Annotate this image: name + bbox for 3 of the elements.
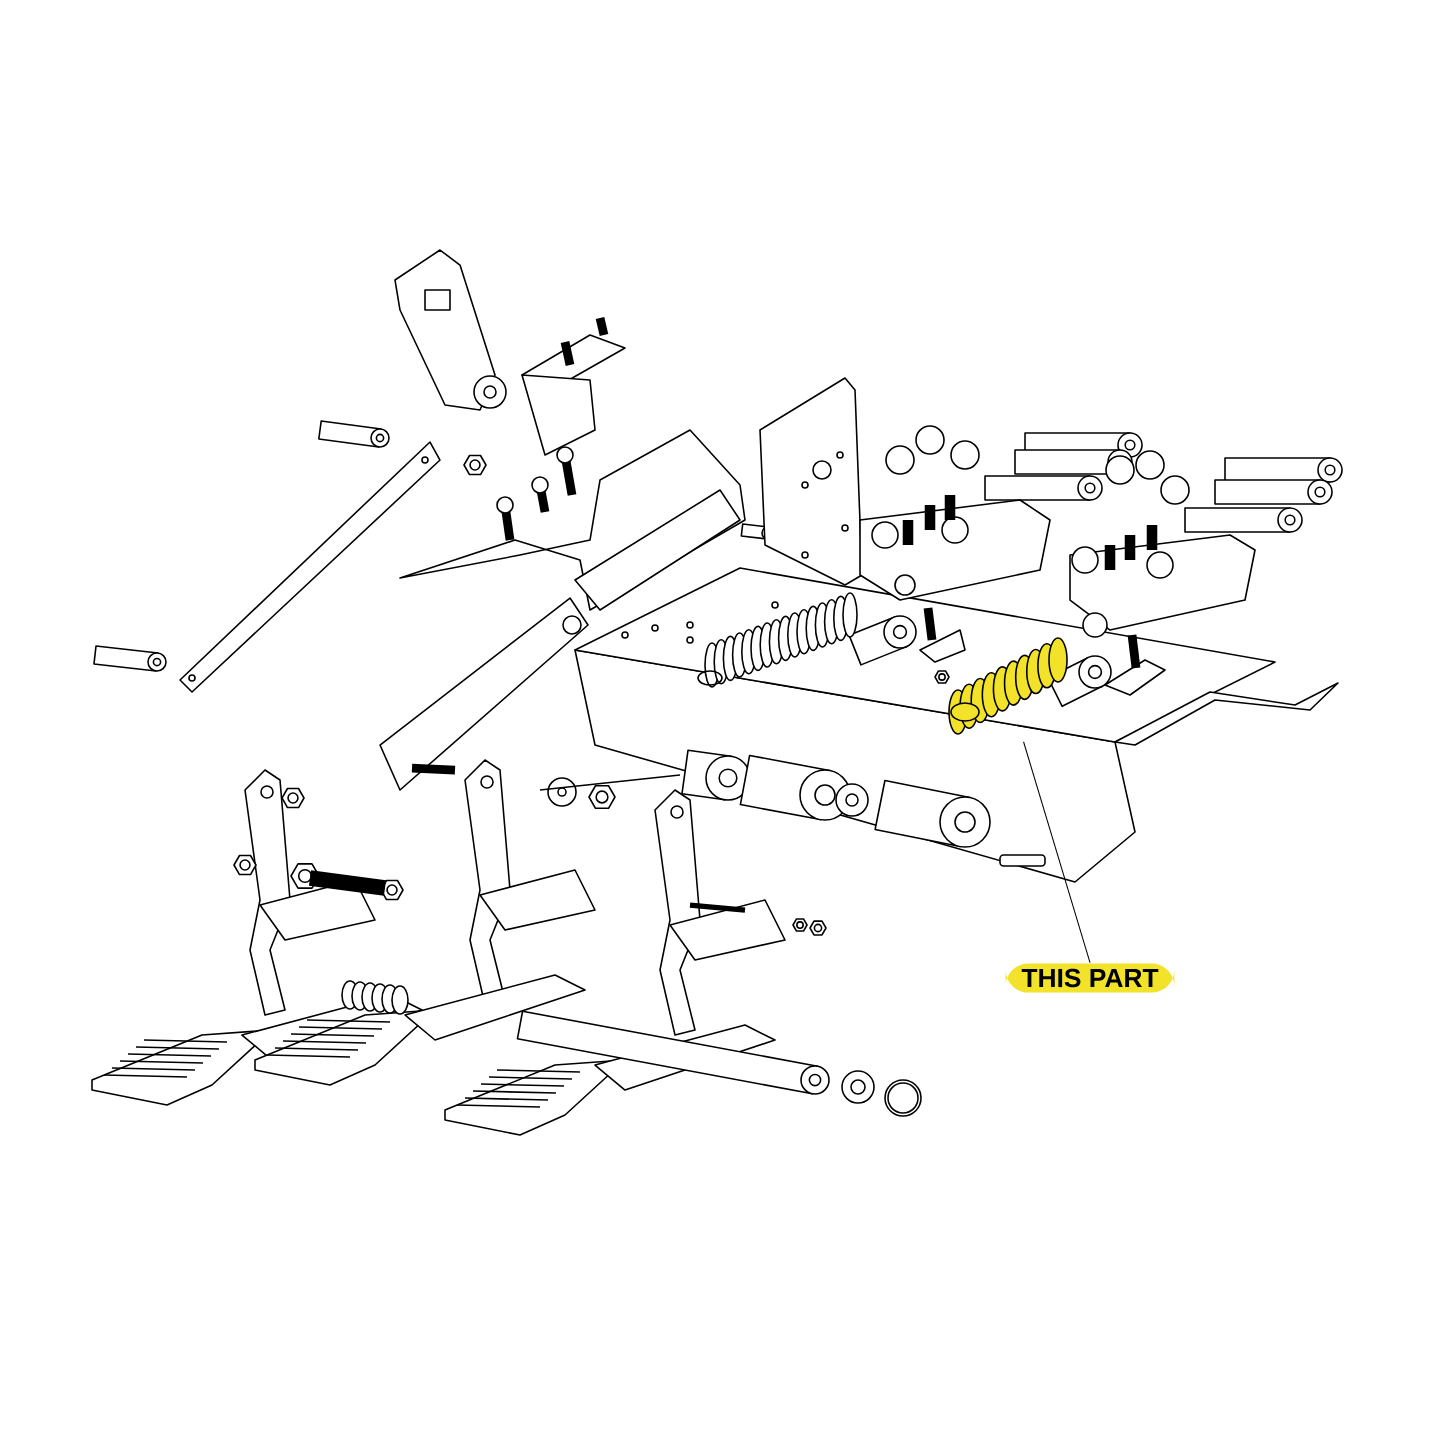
callout-label: THIS PART — [1005, 963, 1175, 993]
leader-line — [1023, 741, 1091, 964]
spring-drawing — [948, 637, 1068, 735]
